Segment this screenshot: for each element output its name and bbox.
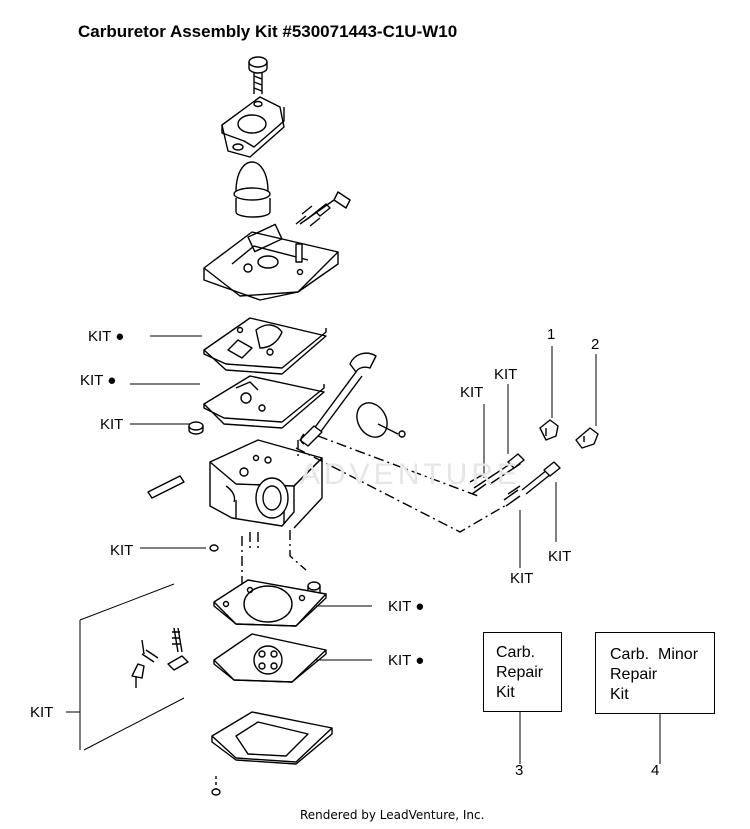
kit-label-diaphragm-upper: KIT ● xyxy=(80,372,117,389)
top-screw xyxy=(248,56,268,94)
kit-label-needle-b: KIT xyxy=(494,366,518,383)
small-screw xyxy=(209,544,219,552)
callout-1: 1 xyxy=(547,326,556,343)
gasket-lower xyxy=(213,579,327,627)
kit-label-gasket-lower: KIT ● xyxy=(388,598,425,615)
leader-lines xyxy=(66,335,661,764)
box-line: Kit xyxy=(496,684,515,701)
kit-label-screw: KIT xyxy=(110,542,134,559)
primer-bulb xyxy=(233,161,271,218)
carburetor-body xyxy=(209,439,323,529)
callout-3: 3 xyxy=(515,762,524,779)
kit-label-metering: KIT xyxy=(30,704,54,721)
callout-2: 2 xyxy=(591,336,600,353)
throttle-plate xyxy=(356,402,406,438)
diaphragm-lower xyxy=(213,633,327,683)
screen-filter xyxy=(188,421,204,435)
kit-label-needle-a: KIT xyxy=(460,384,484,401)
box-line: Carb. Minor xyxy=(610,646,699,663)
kit-label-needle-c: KIT xyxy=(510,570,534,587)
bottom-screw xyxy=(211,776,221,796)
cover-plate xyxy=(221,96,285,158)
kit-label-gasket-upper: KIT ● xyxy=(88,328,125,345)
box-line: Carb. xyxy=(496,644,536,661)
limiter-cap-2 xyxy=(575,427,599,449)
metering-lever xyxy=(131,627,189,688)
box-line: Repair xyxy=(496,664,544,681)
throttle-shaft xyxy=(299,352,377,447)
adjust-needle-high xyxy=(503,461,561,507)
page-title: Carburetor Assembly Kit #530071443-C1U-W… xyxy=(78,22,458,41)
box-line: Repair xyxy=(610,666,658,683)
watermark: ADVENTURE xyxy=(300,458,522,491)
kit-label-needle-d: KIT xyxy=(548,548,572,565)
kit-label-diaphragm-lower: KIT ● xyxy=(388,652,425,669)
diaphragm-upper xyxy=(203,375,325,429)
kit-label-screen: KIT xyxy=(100,416,124,433)
bottom-cover xyxy=(211,711,333,765)
callout-4: 4 xyxy=(651,762,660,779)
carb-minor-repair-kit-box: Carb. Minor Repair Kit xyxy=(595,632,715,714)
pump-cover xyxy=(203,223,339,301)
idle-screw-spring xyxy=(295,191,351,227)
box-line: Kit xyxy=(610,686,629,703)
adjust-needle-low xyxy=(469,453,525,495)
footer-credit: Rendered by LeadVenture, Inc. xyxy=(300,808,485,822)
carb-repair-kit-box: Carb. Repair Kit xyxy=(483,632,562,712)
limiter-cap-1 xyxy=(539,419,559,441)
gasket-upper xyxy=(203,317,327,375)
pivot-pin xyxy=(147,475,185,499)
